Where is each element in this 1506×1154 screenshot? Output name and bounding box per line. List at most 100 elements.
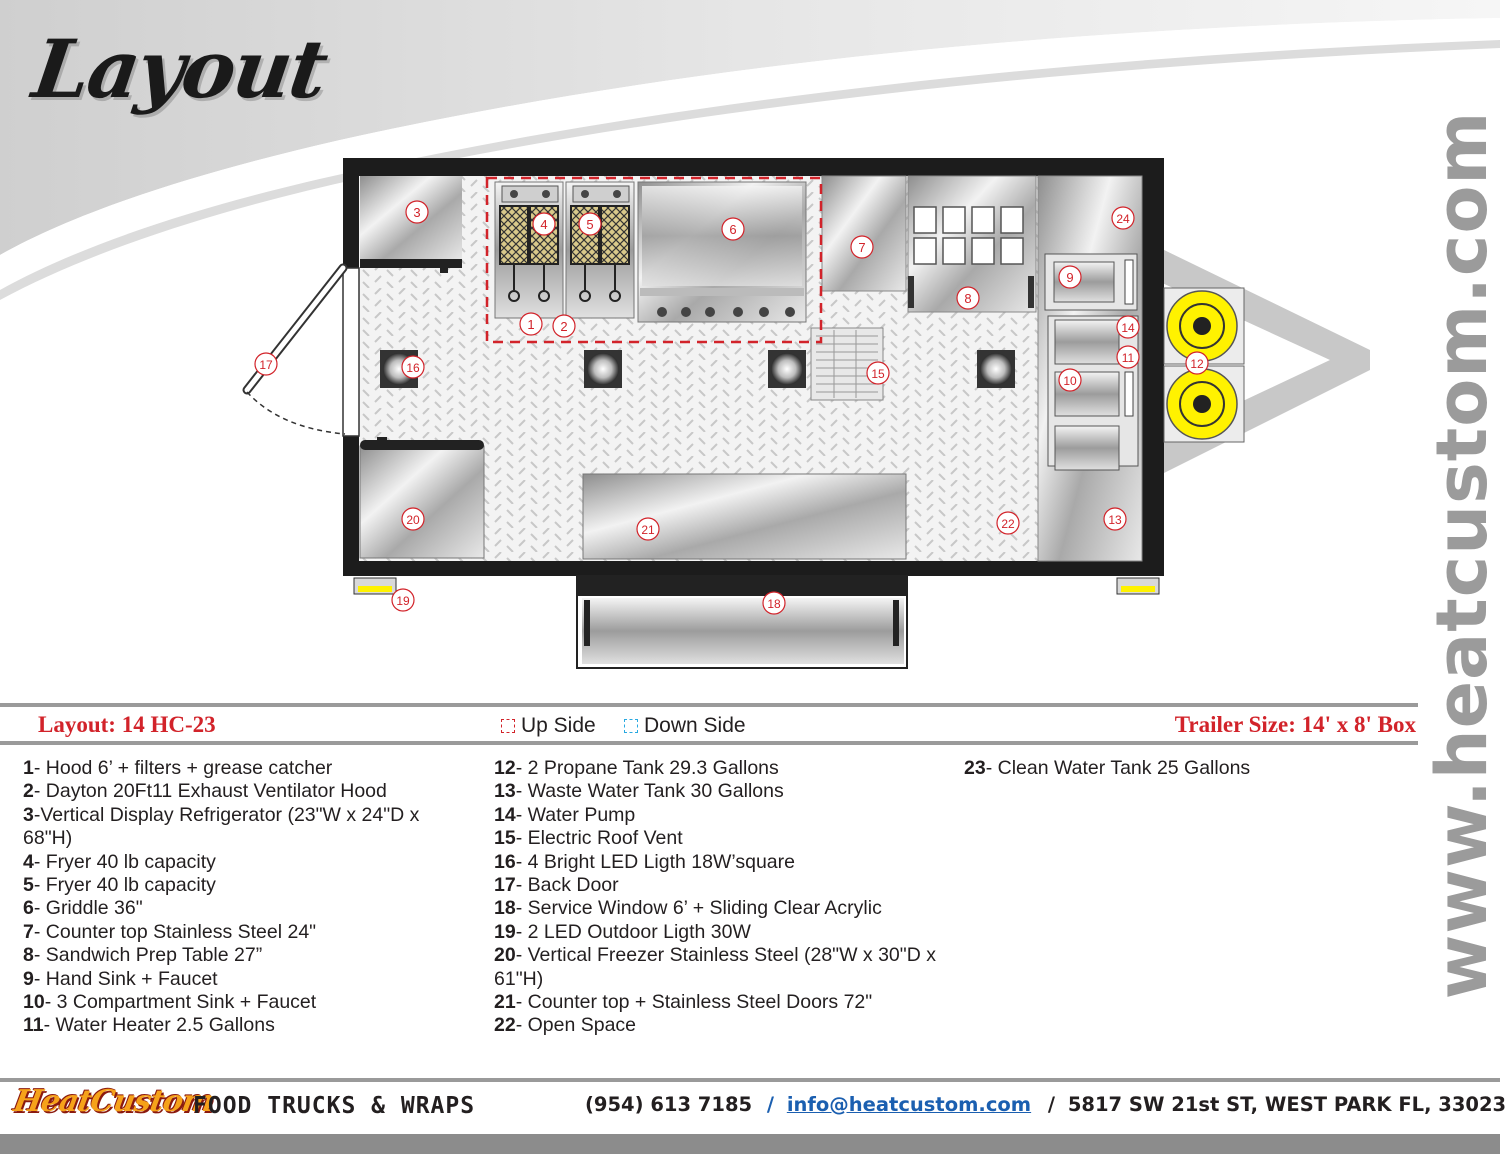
marker-11: 11	[1116, 345, 1140, 369]
marker-15: 15	[866, 361, 890, 385]
marker-label: 7	[858, 240, 865, 255]
marker-16: 16	[401, 355, 425, 379]
item-number: 14	[494, 803, 516, 826]
item-number: 16	[494, 850, 516, 873]
marker-label: 20	[406, 513, 420, 527]
equipment-item: 4- Fryer 40 lb capacity	[23, 851, 473, 874]
marker-label: 11	[1122, 351, 1135, 365]
marker-8: 8	[956, 286, 980, 310]
marker-12: 12	[1185, 351, 1209, 375]
marker-label: 21	[641, 523, 655, 537]
item-text: - Waste Water Tank 30 Gallons	[515, 780, 784, 803]
marker-14: 14	[1116, 315, 1140, 339]
marker-label: 18	[767, 597, 781, 611]
marker-24: 24	[1111, 206, 1135, 230]
contact-info: (954) 613 7185 / info@heatcustom.com / 5…	[585, 1093, 1506, 1116]
item-number: 11	[23, 1014, 44, 1037]
item-text: - Open Space	[515, 1014, 637, 1037]
equipment-item: 17- Back Door	[494, 874, 944, 897]
marker-label: 4	[540, 217, 547, 232]
legend-down-side: Down Side	[624, 714, 746, 738]
service-window	[576, 575, 908, 669]
marker-label: 12	[1190, 357, 1204, 371]
equipment-item: 6- Griddle 36"	[23, 897, 473, 920]
separator: /	[766, 1093, 775, 1116]
sink-counter	[1037, 175, 1143, 562]
item-number: 7	[23, 920, 34, 943]
item-number: 21	[494, 991, 516, 1014]
item-number: 12	[494, 757, 516, 779]
item-text: - 4 Bright LED Ligth 18W’square	[515, 850, 795, 873]
equipment-item: 21- Counter top + Stainless Steel Doors …	[494, 991, 944, 1014]
item-text: - Dayton 20Ft11 Exhaust Ventilator Hood	[33, 780, 387, 803]
equipment-item: 22- Open Space	[494, 1014, 944, 1037]
counter-with-doors	[582, 473, 907, 560]
item-number: 2	[23, 780, 34, 803]
background-swoosh	[0, 0, 1500, 300]
display-refrigerator	[360, 176, 462, 273]
marker-label: 10	[1063, 374, 1077, 388]
equipment-item: 2- Dayton 20Ft11 Exhaust Ventilator Hood	[23, 780, 473, 803]
equipment-item: 15- Electric Roof Vent	[494, 827, 944, 850]
item-text: - 3 Compartment Sink + Faucet	[44, 991, 317, 1014]
equipment-item: 12- 2 Propane Tank 29.3 Gallons	[494, 757, 944, 780]
tagline: FOOD TRUCKS & WRAPS	[193, 1093, 476, 1119]
marker-19: 19	[391, 588, 415, 612]
marker-label: 5	[586, 217, 593, 232]
marker-3: 3	[405, 200, 429, 224]
equipment-item: 19- 2 LED Outdoor Ligth 30W	[494, 921, 944, 944]
equipment-item: 5- Fryer 40 lb capacity	[23, 874, 473, 897]
equipment-item: 3-Vertical Display Refrigerator (23"W x …	[23, 804, 473, 851]
marker-20: 20	[401, 507, 425, 531]
item-text: - Service Window 6’ + Sliding Clear Acry…	[515, 897, 882, 920]
item-text: - Counter top + Stainless Steel Doors 72…	[515, 991, 873, 1014]
item-number: 1	[23, 757, 34, 779]
item-text: - Fryer 40 lb capacity	[33, 850, 216, 873]
marker-10: 10	[1058, 368, 1082, 392]
item-text: - Hand Sink + Faucet	[33, 967, 218, 990]
marker-21: 21	[636, 517, 660, 541]
marker-label: 1	[527, 317, 534, 332]
item-text: - Vertical Freezer Stainless Steel (28"W…	[494, 944, 936, 990]
phone: (954) 613 7185	[585, 1093, 753, 1116]
propane-tanks	[1163, 287, 1245, 443]
item-number: 22	[494, 1014, 516, 1037]
item-text: - 2 Propane Tank 29.3 Gallons	[515, 757, 779, 779]
item-text: - Clean Water Tank 25 Gallons	[985, 757, 1251, 779]
outdoor-lights	[353, 577, 1160, 595]
item-number: 20	[494, 944, 516, 967]
legend-down-label: Down Side	[644, 714, 746, 737]
item-text: - Sandwich Prep Table 27”	[33, 944, 263, 967]
item-text: - 2 LED Outdoor Ligth 30W	[515, 920, 751, 943]
legend-up-side: Up Side	[501, 714, 596, 738]
marker-label: 16	[406, 361, 420, 375]
layout-code: Layout: 14 HC-23	[38, 712, 216, 737]
address: 5817 SW 21st ST, WEST PARK FL, 33023	[1067, 1093, 1506, 1116]
brand-logo: HeatCustom	[10, 1084, 217, 1119]
equipment-item: 11- Water Heater 2.5 Gallons	[23, 1014, 473, 1037]
marker-label: 17	[259, 358, 273, 372]
marker-1: 1	[519, 312, 543, 336]
marker-7: 7	[850, 235, 874, 259]
fryer-left	[494, 181, 564, 319]
email-link[interactable]: info@heatcustom.com	[786, 1093, 1032, 1116]
item-number: 4	[23, 850, 34, 873]
item-number: 10	[23, 991, 45, 1014]
info-bar: Layout: 14 HC-23 Up Side Down Side Trail…	[0, 703, 1418, 745]
marker-5: 5	[578, 212, 602, 236]
marker-18: 18	[762, 591, 786, 615]
down-side-swatch	[624, 719, 638, 733]
marker-label: 2	[560, 319, 567, 334]
item-text: - Counter top Stainless Steel 24"	[33, 920, 317, 943]
griddle	[637, 181, 807, 323]
marker-4: 4	[532, 212, 556, 236]
equipment-item: 7- Counter top Stainless Steel 24"	[23, 921, 473, 944]
marker-label: 8	[964, 291, 971, 306]
marker-17: 17	[254, 352, 278, 376]
item-text: - Hood 6’ + filters + grease catcher	[33, 757, 333, 779]
item-number: 8	[23, 944, 34, 967]
counter-top-24	[821, 175, 907, 292]
item-text: - Griddle 36"	[33, 897, 143, 920]
item-text: - Water Pump	[515, 803, 636, 826]
